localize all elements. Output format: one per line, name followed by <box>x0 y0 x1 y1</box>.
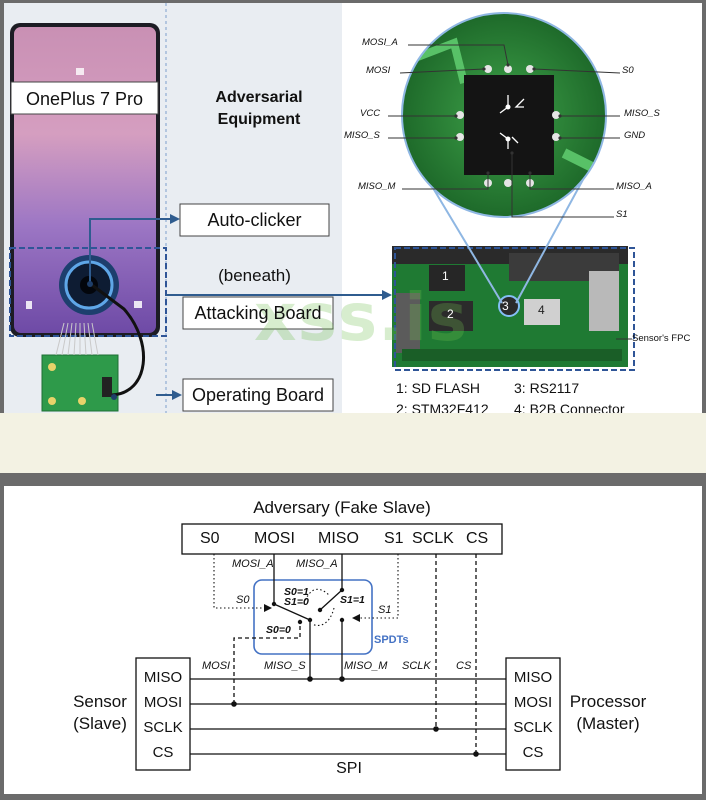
zoom-circle <box>401 12 607 218</box>
auto-clicker-label: Auto-clicker <box>207 210 302 230</box>
sensor-fpc-label: Sensor's FPC <box>632 333 691 344</box>
attacking-area-highlight <box>9 247 167 337</box>
chip-zoom-photo <box>402 13 606 217</box>
sensor-box <box>135 657 191 771</box>
sensor-pin-cs: CS <box>152 744 174 761</box>
pin-label-miso-m: MISO_M <box>358 181 396 192</box>
legend-item-3: 3: RS2117 <box>514 380 580 396</box>
wire-label-mosi-a: MOSI_A <box>232 558 274 570</box>
spdt-box <box>253 579 373 655</box>
wire-label-s1: S1 <box>378 604 392 616</box>
sensor-title: Sensor <box>73 692 127 711</box>
board-number-3: 3 <box>502 299 509 313</box>
pin-label-miso-s-left: MISO_S <box>344 130 380 141</box>
operating-board-illustration <box>41 283 145 412</box>
watermark: xss.is <box>254 279 469 356</box>
sensor-pin-mosi: MOSI <box>143 694 183 711</box>
adversary-pin-cs: CS <box>466 530 489 547</box>
attacking-board-photo <box>392 246 628 367</box>
phone-illustration <box>10 23 160 337</box>
adversary-pin-mosi: MOSI <box>254 530 295 547</box>
spi-bus-label: SPI <box>336 760 362 777</box>
operating-board-label: Operating Board <box>191 385 325 405</box>
pin-label-vcc: VCC <box>360 108 381 119</box>
processor-subtitle: (Master) <box>576 714 640 733</box>
adversarial-title-line2: Equipment <box>217 111 301 128</box>
spdts-label: SPDTs <box>374 634 409 646</box>
board-number-4: 4 <box>538 303 545 317</box>
switch-label-s1-0: S1=0 <box>284 596 309 608</box>
pin-label-miso-a: MISO_A <box>616 181 652 192</box>
beneath-label: (beneath) <box>218 266 291 285</box>
adversary-title: Adversary (Fake Slave) <box>253 498 431 517</box>
wire-label-miso-s: MISO_S <box>264 660 306 672</box>
pin-label-gnd: GND <box>624 130 646 141</box>
adversarial-title-line1: Adversarial <box>215 89 303 106</box>
sensor-subtitle: (Slave) <box>73 714 127 733</box>
wire-label-mosi: MOSI <box>202 660 231 672</box>
wire-label-miso-a: MISO_A <box>296 558 338 570</box>
legend-item-2: 2: STM32F412 <box>396 401 489 413</box>
switch-label-s1-1: S1=1 <box>340 594 365 606</box>
switch-label-s0-1: S0=1 <box>284 586 309 598</box>
pin-label-mosi-a: MOSI_A <box>362 37 398 48</box>
processor-title: Processor <box>569 692 647 711</box>
pin-label-miso-s-right: MISO_S <box>624 108 660 119</box>
legend-item-1: 1: SD FLASH <box>396 380 481 396</box>
spi-circuit-diagram-panel: Adversary (Fake Slave) S0 MOSI MISO S1 S… <box>4 486 702 794</box>
board-number-1: 1 <box>442 269 449 283</box>
hardware-photo-panel: xss.is OnePlus 7 Pro Adversarial Equipme… <box>4 3 702 413</box>
board-number-2: 2 <box>447 307 454 321</box>
processor-pin-cs: CS <box>522 744 544 761</box>
phone-model-label: OnePlus 7 Pro <box>25 89 144 109</box>
legend-item-4: 4: B2B Connector <box>514 401 625 413</box>
spi-circuit-diagram <box>135 523 561 771</box>
adversary-pin-sclk: SCLK <box>412 530 454 547</box>
wire-label-s0: S0 <box>236 594 250 606</box>
processor-pin-mosi: MOSI <box>513 694 553 711</box>
processor-pin-sclk: SCLK <box>513 719 553 736</box>
pin-label-s1: S1 <box>616 209 628 220</box>
adversary-pin-s0: S0 <box>200 530 220 547</box>
adversary-pin-miso: MISO <box>318 530 359 547</box>
processor-pin-miso: MISO <box>513 669 553 686</box>
attacking-board-label: Attacking Board <box>194 303 322 323</box>
wire-label-sclk: SCLK <box>402 660 431 672</box>
wire-label-miso-m: MISO_M <box>344 660 388 672</box>
pin-label-mosi: MOSI <box>366 65 391 76</box>
pin-label-s0: S0 <box>622 65 634 76</box>
wire-label-cs: CS <box>456 660 472 672</box>
separator-band <box>0 413 706 473</box>
adversary-pin-s1: S1 <box>384 530 404 547</box>
sensor-pin-miso: MISO <box>143 669 183 686</box>
switch-label-s0-0: S0=0 <box>266 624 291 636</box>
processor-box <box>505 657 561 771</box>
sensor-pin-sclk: SCLK <box>143 719 183 736</box>
adversary-box <box>181 523 503 555</box>
hardware-photo-illustration <box>4 3 702 413</box>
